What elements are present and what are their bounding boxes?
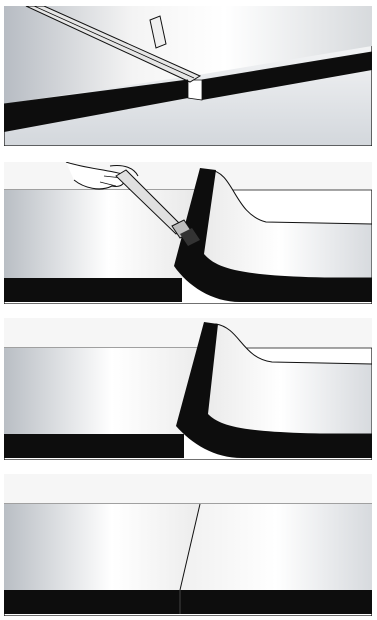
left-surface [4, 348, 200, 434]
left-surface [4, 190, 194, 278]
back-band [4, 318, 372, 348]
panel-step-2 [4, 162, 372, 304]
edge-strip [4, 590, 372, 614]
left-edge-strip [4, 434, 184, 458]
back-band [4, 162, 372, 190]
panel-3-illustration [4, 318, 372, 460]
panel-4-illustration [4, 474, 372, 616]
panel-step-4 [4, 474, 372, 616]
left-edge-strip [4, 278, 182, 302]
panel-2-illustration [4, 162, 372, 304]
left-surface [4, 504, 200, 590]
panel-step-3 [4, 318, 372, 460]
right-surface [180, 504, 372, 590]
seam-gap [188, 80, 202, 100]
panel-1-illustration [4, 6, 372, 146]
panel-step-1 [4, 6, 372, 146]
back-band [4, 474, 372, 504]
